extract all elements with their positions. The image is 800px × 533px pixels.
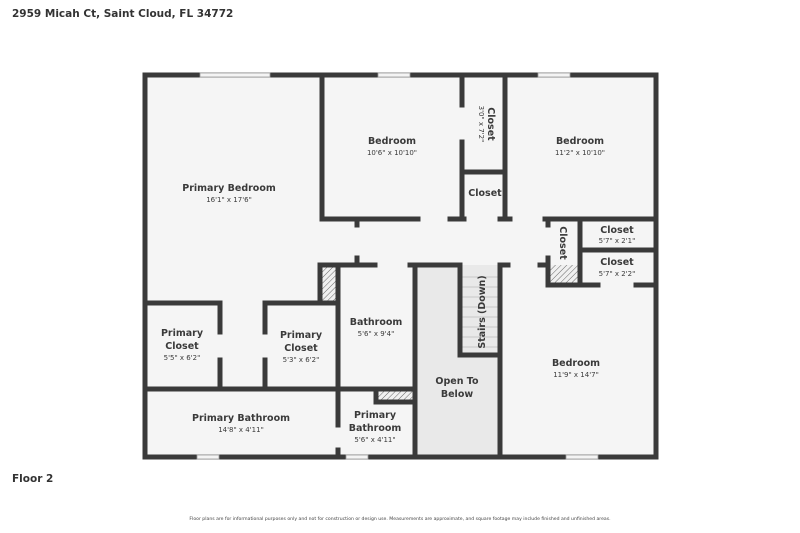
- room-name: Closet: [165, 341, 199, 352]
- property-address: 2959 Micah Ct, Saint Cloud, FL 34772: [12, 8, 234, 20]
- room-name: Closet: [468, 188, 502, 199]
- room-name: Primary: [161, 328, 204, 339]
- room-name: Bathroom: [350, 317, 403, 328]
- room-dims: 10'6" x 10'10": [367, 149, 417, 157]
- floor-label: Floor 2: [12, 473, 54, 485]
- room-name: Below: [441, 389, 473, 400]
- room-dims: 5'6" x 4'11": [354, 436, 395, 444]
- chase-hatch: [378, 391, 413, 401]
- room-name: Closet: [557, 226, 568, 260]
- room-name: Bedroom: [368, 136, 416, 147]
- room-name: Bedroom: [556, 136, 604, 147]
- room-dims: 11'9" x 14'7": [553, 371, 599, 379]
- windows: [196, 72, 599, 460]
- chase-hatch: [322, 267, 338, 303]
- room-name: Closet: [284, 343, 318, 354]
- room-dims: 5'6" x 9'4": [358, 330, 395, 338]
- room-dims: 5'7" x 2'1": [599, 237, 636, 245]
- room-name: Primary Bathroom: [192, 413, 290, 424]
- room-name: Primary Bedroom: [182, 183, 276, 194]
- room-name: Open To: [435, 376, 479, 387]
- disclaimer: Floor plans are for informational purpos…: [189, 517, 611, 522]
- room-dims: 11'2" x 10'10": [555, 149, 605, 157]
- room-name: Bedroom: [552, 358, 600, 369]
- room-dims: 5'5" x 6'2": [164, 354, 201, 362]
- room-dims: 3'0" x 7'2": [477, 106, 485, 143]
- room-name: Closet: [485, 107, 496, 141]
- room-name: Bathroom: [349, 423, 402, 434]
- room-name: Closet: [600, 225, 634, 236]
- stairs-label: Stairs (Down): [477, 275, 488, 348]
- room-dims: 5'7" x 2'2": [599, 270, 636, 278]
- room-name: Closet: [600, 257, 634, 268]
- room-dims: 5'3" x 6'2": [283, 356, 320, 364]
- stairs-treads: [462, 276, 498, 348]
- room-dims: 16'1" x 17'6": [206, 196, 252, 204]
- room-name: Primary: [354, 410, 397, 421]
- room-dims: 14'8" x 4'11": [218, 426, 264, 434]
- chase-hatch: [550, 265, 578, 283]
- room-name: Primary: [280, 330, 323, 341]
